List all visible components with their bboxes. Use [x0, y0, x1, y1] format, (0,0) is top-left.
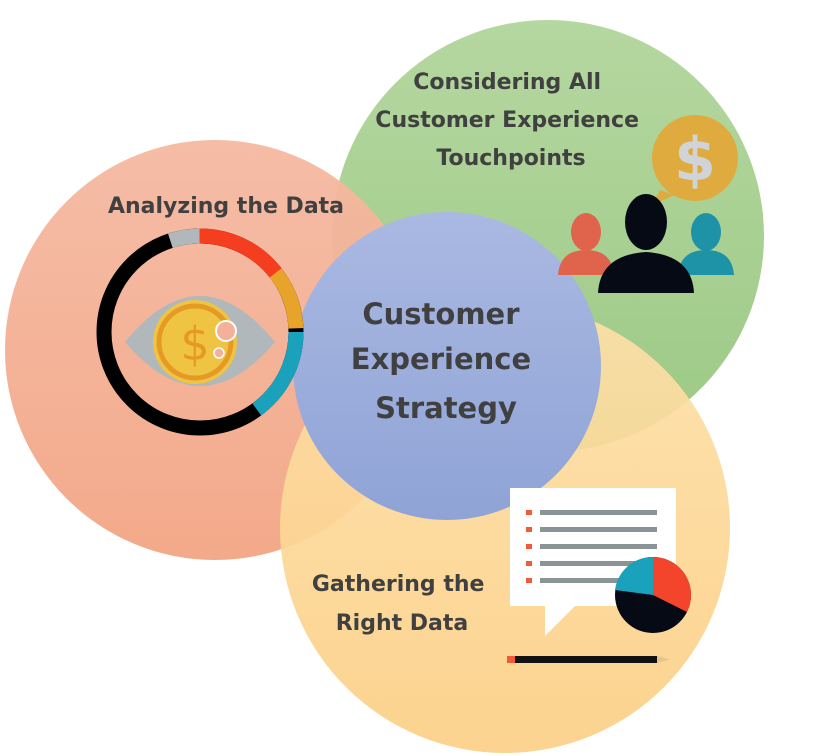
donut-chart-eye-dollar-icon: [96, 228, 304, 436]
analyzing-label: Analyzing the Data: [108, 194, 344, 219]
checklist-pie-chart-icon: [510, 488, 692, 636]
eye-dollar-icon: $: [125, 296, 275, 386]
strategy-circle: [293, 212, 601, 520]
svg-text:$: $: [180, 317, 209, 371]
people-dollar-speech-icon: $: [558, 115, 738, 293]
gathering-label: Gathering the Right Data: [312, 572, 492, 636]
pencil-icon: [507, 656, 670, 663]
svg-text:$: $: [674, 125, 716, 195]
center-label: Customer Experience Strategy: [351, 297, 541, 425]
touchpoints-label: Considering All Customer Experience Touc…: [375, 70, 646, 171]
